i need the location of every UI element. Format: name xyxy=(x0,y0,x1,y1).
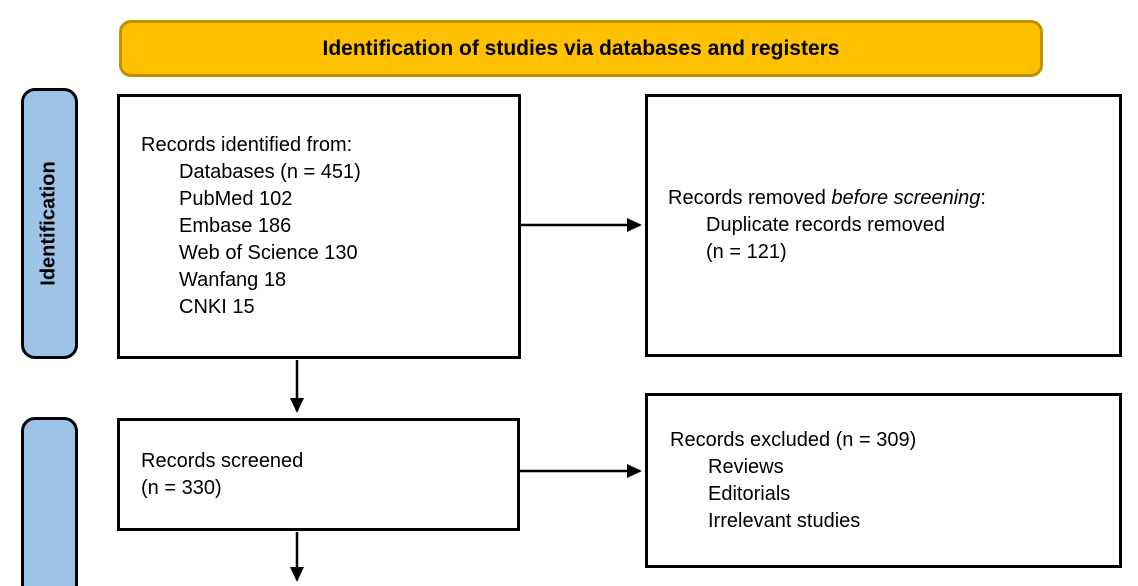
box-records-removed: Records removed before screening: Duplic… xyxy=(645,94,1122,357)
identified-item-pubmed: PubMed 102 xyxy=(179,188,293,210)
records-removed-title-suffix: : xyxy=(980,187,986,209)
stage-label-identification: Identification xyxy=(21,88,78,359)
records-screened-count: (n = 330) xyxy=(141,476,222,499)
removed-item-count: (n = 121) xyxy=(706,241,787,263)
box-records-identified: Records identified from: Databases (n = … xyxy=(117,94,521,359)
records-identified-title: Records identified from: xyxy=(141,134,353,156)
excluded-item-editorials: Editorials xyxy=(708,482,791,505)
stage-label-next-clipped xyxy=(21,417,78,586)
box-records-excluded: Records excluded (n = 309) Reviews Edito… xyxy=(645,393,1122,568)
identified-item-cnki: CNKI 15 xyxy=(179,296,255,318)
records-removed-title: Records removed before screening: xyxy=(668,185,1119,212)
records-removed-title-prefix: Records removed xyxy=(668,187,832,209)
banner-identification-of-studies: Identification of studies via databases … xyxy=(119,20,1043,77)
stage-identification-text: Identification xyxy=(38,161,61,286)
identified-item-databases: Databases (n = 451) xyxy=(179,161,361,183)
records-excluded-title: Records excluded (n = 309) xyxy=(670,428,917,451)
records-screened-title: Records screened xyxy=(141,449,304,472)
identified-item-wanfang: Wanfang 18 xyxy=(179,269,287,291)
excluded-item-irrelevant: Irrelevant studies xyxy=(708,509,861,532)
identified-item-web-of-science: Web of Science 130 xyxy=(179,242,358,264)
removed-item-duplicates: Duplicate records removed xyxy=(706,214,945,236)
excluded-item-reviews: Reviews xyxy=(708,455,784,478)
banner-title: Identification of studies via databases … xyxy=(322,36,840,60)
identified-item-embase: Embase 186 xyxy=(179,215,292,237)
records-removed-title-italic: before screening xyxy=(831,187,981,209)
box-records-screened: Records screened (n = 330) xyxy=(117,418,520,531)
